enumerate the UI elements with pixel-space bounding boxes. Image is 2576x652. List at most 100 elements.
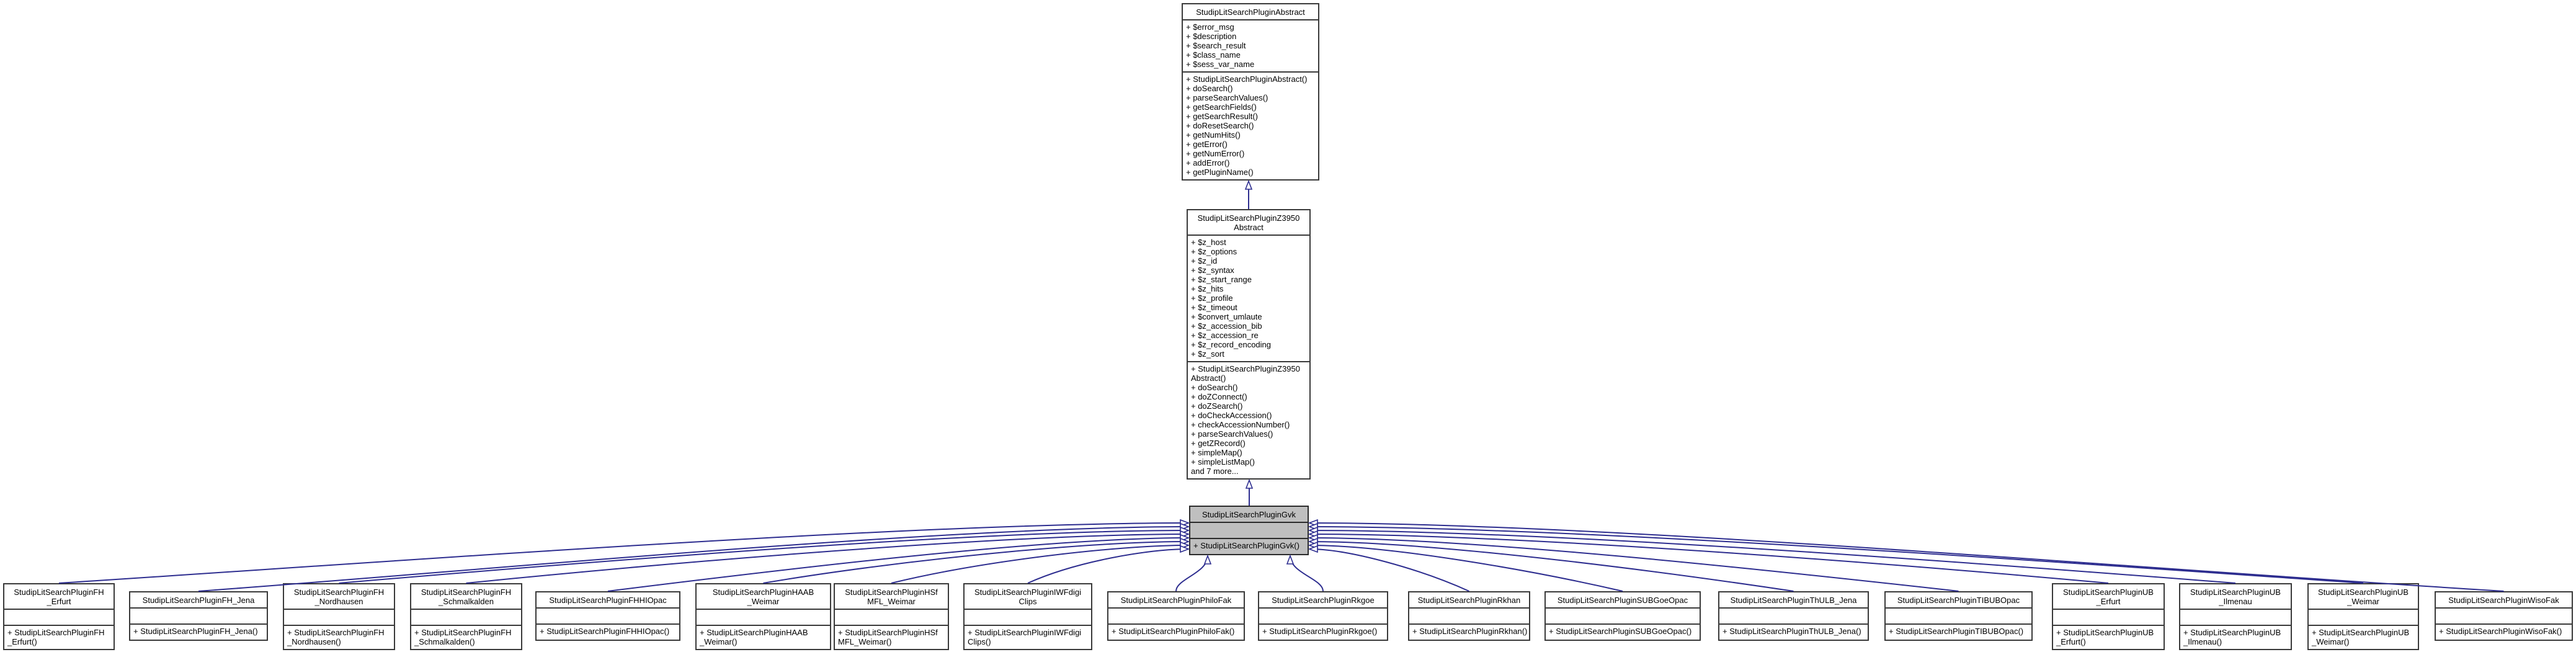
method-item: + getPluginName() xyxy=(1186,167,1254,177)
methods-section: + StudipLitSearchPluginFHHIOpac() xyxy=(537,623,679,640)
methods-section: + StudipLitSearchPluginRkgoe() xyxy=(1259,623,1387,640)
attributes-section xyxy=(2309,609,2418,625)
class-box-thulb-jena[interactable]: StudipLitSearchPluginThULB_Jena + StudipL… xyxy=(1718,591,1869,641)
class-title: StudipLitSearchPluginTIBUBOpac xyxy=(1897,596,2020,605)
class-title: StudipLitSearchPluginAbstract xyxy=(1196,7,1305,17)
inheritance-edge xyxy=(1175,556,1208,592)
class-box-fh-nordhausen[interactable]: StudipLitSearchPluginFH _Nordhausen+ Stu… xyxy=(283,583,395,650)
attribute-item: + $sess_var_name xyxy=(1186,60,1255,69)
class-box-fh-schmalkalden[interactable]: StudipLitSearchPluginFH _Schmalkalden + S… xyxy=(410,583,522,650)
class-title: StudipLitSearchPluginThULB_Jena xyxy=(1730,596,1857,605)
method-item: + getZRecord() xyxy=(1191,439,1246,448)
attribute-item: + $z_syntax xyxy=(1191,266,1234,275)
class-title: StudipLitSearchPluginHAAB _Weimar xyxy=(712,587,814,606)
class-box-fh-jena[interactable]: StudipLitSearchPluginFH_Jena+ StudipLitS… xyxy=(129,591,268,641)
method-item: + checkAccessionNumber() xyxy=(1191,420,1290,429)
attributes-section xyxy=(130,607,267,623)
method-item: + getNumError() xyxy=(1186,149,1245,158)
class-box-fhhi-opac[interactable]: StudipLitSearchPluginFHHIOpac+ StudipLit… xyxy=(535,591,680,641)
class-title: StudipLitSearchPluginFH _Schmalkalden xyxy=(421,587,512,606)
method-item: + doSearch() xyxy=(1191,383,1238,392)
attributes-section xyxy=(537,607,679,623)
class-title: StudipLitSearchPluginFH_Jena xyxy=(142,596,255,605)
attribute-item: + $convert_umlaute xyxy=(1191,312,1262,321)
methods-section: + StudipLitSearchPluginPhiloFak() xyxy=(1108,623,1244,640)
method-item: + StudipLitSearchPluginUB _Ilmenau() xyxy=(2183,628,2281,646)
attribute-item: + $z_options xyxy=(1191,247,1237,256)
method-item: + doSearch() xyxy=(1186,84,1233,93)
method-item: + StudipLitSearchPluginHAAB _Weimar() xyxy=(700,628,808,646)
class-title: StudipLitSearchPluginWisoFak xyxy=(2448,596,2559,605)
methods-section: + StudipLitSearchPluginIWFdigi Clips() xyxy=(965,625,1091,649)
methods-section: + StudipLitSearchPluginHAAB _Weimar() xyxy=(697,625,830,649)
inheritance-edge xyxy=(1309,542,1794,592)
attributes-section xyxy=(1719,607,1868,623)
class-box-ub-weimar[interactable]: StudipLitSearchPluginUB _Weimar+ StudipL… xyxy=(2307,583,2419,650)
attributes-section xyxy=(835,609,948,625)
inheritance-edge xyxy=(891,545,1188,584)
method-item: + parseSearchValues() xyxy=(1191,429,1273,439)
method-item: + getSearchFields() xyxy=(1186,102,1257,112)
attribute-item: + $z_id xyxy=(1191,256,1218,266)
method-item: + doZConnect() xyxy=(1191,392,1247,401)
inheritance-edge xyxy=(1309,530,2236,584)
attributes-section xyxy=(1190,522,1308,538)
attribute-item: + $z_accession_re xyxy=(1191,331,1259,340)
attributes-section xyxy=(2436,607,2572,623)
class-box-haab-weimar[interactable]: StudipLitSearchPluginHAAB _Weimar + Studi… xyxy=(695,583,831,650)
method-item: + StudipLitSearchPluginFH _Erfurt() xyxy=(7,628,105,646)
class-box-iwfdigi-clips[interactable]: StudipLitSearchPluginIWFdigi Clips+ Stud… xyxy=(963,583,1092,650)
attribute-item: + $z_profile xyxy=(1191,293,1233,303)
method-item: + parseSearchValues() xyxy=(1186,93,1268,102)
methods-section: + StudipLitSearchPluginTIBUBOpac() xyxy=(1886,623,2031,640)
methods-section: + StudipLitSearchPluginUB _Ilmenau() xyxy=(2180,625,2291,649)
class-box-hsfmfl-weimar[interactable]: StudipLitSearchPluginHSf MFL_Weimar+ Stu… xyxy=(834,583,949,650)
method-item: + StudipLitSearchPluginTIBUBOpac() xyxy=(1889,627,2024,636)
attributes-section xyxy=(2180,609,2291,625)
attributes-section xyxy=(1259,607,1387,623)
inheritance-edge xyxy=(198,527,1188,592)
class-box-abstract[interactable]: StudipLitSearchPluginAbstract+ $error_ms… xyxy=(1182,3,1319,181)
method-item: + doZSearch() xyxy=(1191,401,1243,411)
class-box-ub-erfurt[interactable]: StudipLitSearchPluginUB _Erfurt+ StudipL… xyxy=(2052,583,2165,650)
attribute-item: + $z_start_range xyxy=(1191,275,1252,284)
attributes-section xyxy=(965,609,1091,625)
method-item: + StudipLitSearchPluginFHHIOpac() xyxy=(540,627,670,636)
attributes-section xyxy=(4,609,114,625)
class-title: StudipLitSearchPluginZ3950 Abstract xyxy=(1197,213,1300,232)
class-box-fh-erfurt[interactable]: StudipLitSearchPluginFH _Erfurt+ StudipL… xyxy=(3,583,115,650)
method-item: + StudipLitSearchPluginAbstract() xyxy=(1186,74,1308,84)
attribute-item: + $class_name xyxy=(1186,50,1241,60)
class-box-philo-fak[interactable]: StudipLitSearchPluginPhiloFak+ StudipLit… xyxy=(1107,591,1245,641)
method-item: + StudipLitSearchPluginFH _Nordhausen() xyxy=(287,628,385,646)
class-box-wiso-fak[interactable]: StudipLitSearchPluginWisoFak + StudipLitS… xyxy=(2435,591,2573,641)
method-item: + doCheckAccession() xyxy=(1191,411,1272,420)
method-item: + StudipLitSearchPluginIWFdigi Clips() xyxy=(968,628,1082,646)
methods-section: + StudipLitSearchPluginFH _Nordhausen() xyxy=(284,625,394,649)
methods-section: + StudipLitSearchPluginFH _Schmalkalden(… xyxy=(411,625,521,649)
attributes-section: + $z_host+ $z_options+ $z_id+ $z_syntax+… xyxy=(1188,234,1309,361)
attribute-item: + $search_result xyxy=(1186,41,1246,50)
class-box-subgoe-opac[interactable]: StudipLitSearchPluginSUBGoeOpac+ StudipL… xyxy=(1544,591,1701,641)
attribute-item: + $z_host xyxy=(1191,238,1226,247)
class-box-z3950-abstract[interactable]: StudipLitSearchPluginZ3950 Abstract + $z_… xyxy=(1187,209,1311,480)
class-box-rkhan[interactable]: StudipLitSearchPluginRkhan+ StudipLitSea… xyxy=(1408,591,1530,641)
inheritance-edge xyxy=(1309,534,2109,584)
class-title: StudipLitSearchPluginUB _Erfurt xyxy=(2063,587,2154,606)
method-item: + StudipLitSearchPluginGvk() xyxy=(1193,541,1299,550)
attributes-section xyxy=(411,609,521,625)
attribute-item: + $z_hits xyxy=(1191,284,1224,293)
class-title: StudipLitSearchPluginRkgoe xyxy=(1272,596,1375,605)
method-item: + StudipLitSearchPluginWisoFak() xyxy=(2439,627,2562,636)
class-title: StudipLitSearchPluginHSf MFL_Weimar xyxy=(845,587,938,606)
class-box-gvk[interactable]: StudipLitSearchPluginGvk+ StudipLitSearc… xyxy=(1189,506,1309,555)
attributes-section xyxy=(697,609,830,625)
inheritance-edge xyxy=(1309,549,1469,592)
methods-section: + StudipLitSearchPluginThULB_Jena() xyxy=(1719,623,1868,640)
inheritance-edge xyxy=(1290,556,1324,592)
class-box-ub-ilmenau[interactable]: StudipLitSearchPluginUB _Ilmenau+ Studip… xyxy=(2179,583,2292,650)
methods-section: + StudipLitSearchPluginAbstract()+ doSea… xyxy=(1183,71,1318,179)
class-box-tibub-opac[interactable]: StudipLitSearchPluginTIBUBOpac + StudipLi… xyxy=(1884,591,2033,641)
methods-section: + StudipLitSearchPluginFH _Erfurt() xyxy=(4,625,114,649)
class-box-rkgoe[interactable]: StudipLitSearchPluginRkgoe + StudipLitSea… xyxy=(1258,591,1388,641)
